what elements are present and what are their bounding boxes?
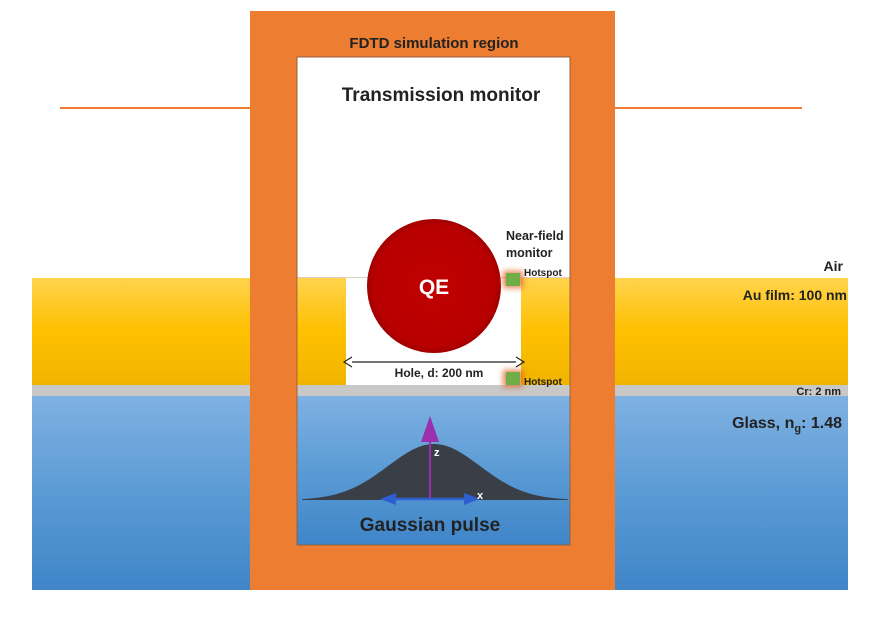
near-field-monitor-label-1: Near-field [506,229,564,243]
au-film-inner-left [297,278,346,385]
au-film-inner-right [521,278,570,385]
au-film-label: Au film: 100 nm [743,287,847,303]
hotspot-bottom-label: Hotspot [524,377,562,388]
transmission-monitor-label: Transmission monitor [342,85,541,106]
hotspot-top [506,273,520,286]
fdtd-region-label: FDTD simulation region [349,35,518,52]
x-axis-arrowhead-left [380,493,396,505]
hotspot-bottom [506,372,520,385]
x-axis-arrowhead-right [464,493,480,505]
glass-label-prefix: Glass, n [732,415,794,432]
glass-label: Glass, ng: 1.48 [732,415,842,435]
hole-arrowhead-right [515,356,526,368]
glass-label-suffix: : 1.48 [801,415,842,432]
x-axis-label: x [477,490,484,502]
inner-window-border [296,56,571,546]
near-field-monitor-label-2: monitor [506,246,553,260]
cr-layer-label: Cr: 2 nm [796,386,841,398]
glass-label-sub: g [794,423,801,435]
fdtd-simulation-region [250,11,615,590]
z-axis-arrowhead [421,416,439,442]
qe-label: QE [419,276,449,299]
hole-arrowhead-left [342,356,353,368]
z-axis-label: z [434,447,440,459]
gaussian-pulse-label: Gaussian pulse [360,515,500,536]
qe-circle [367,219,501,353]
hole-label: Hole, d: 200 nm [395,366,484,380]
hotspot-top-label: Hotspot [524,268,562,279]
gaussian-pulse-shape [302,444,568,500]
air-label: Air [824,258,844,274]
cr-layer-inner [297,385,570,396]
